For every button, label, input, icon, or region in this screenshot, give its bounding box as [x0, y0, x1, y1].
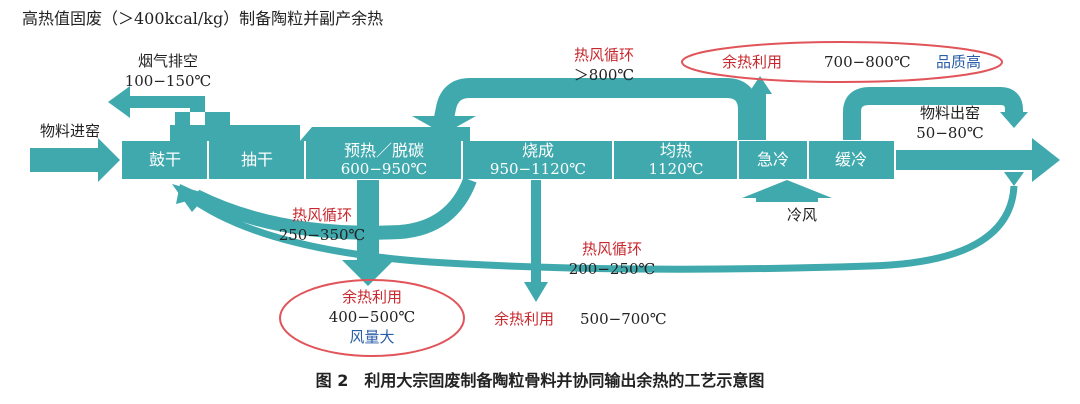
stage-drum-dry: 鼓干 [148, 150, 182, 169]
material-in-arrow [30, 138, 120, 182]
right-drop-head [1004, 172, 1024, 186]
hot-air-cycle-low-temp: 200−250℃ [568, 260, 656, 278]
kiln-body [122, 141, 894, 179]
cold-air-label: 冷风 [786, 206, 818, 224]
hot-air-cycle-mid-label: 热风循环 [291, 206, 353, 224]
out-curve [843, 87, 1023, 140]
stage-soaking-temp: 1120℃ [648, 160, 704, 178]
waste-heat-mid-stem [357, 180, 379, 262]
mid-cycle-loop-head [172, 184, 208, 212]
high-quality-label: 品质高 [936, 53, 982, 71]
hot-air-cycle-top-temp: ＞800℃ [573, 66, 635, 84]
out-curve-head [1000, 112, 1028, 128]
waste-heat-up-head [748, 76, 772, 94]
material-out-label: 物料出窑 [919, 104, 981, 122]
hot-air-cycle-top-label: 热风循环 [573, 46, 635, 64]
material-out-temp: 50−80℃ [916, 124, 984, 142]
large-volume-label: 风量大 [349, 328, 395, 346]
stage-suction-dry: 抽干 [240, 150, 274, 169]
stage-preheat-temp: 600−950℃ [340, 160, 428, 178]
stage-soaking: 均热 [659, 141, 693, 160]
material-in-label: 物料进窑 [40, 122, 101, 140]
waste-heat-mid-head [342, 260, 394, 286]
material-out-arrow [896, 138, 1060, 182]
waste-heat-mid-label: 余热利用 [341, 288, 403, 306]
flue-gas-temp: 100−150℃ [124, 72, 212, 90]
stage-quench: 急冷 [756, 150, 790, 169]
flue-hood [170, 125, 280, 141]
flue-hood-right [262, 125, 300, 141]
waste-heat-low-label: 余热利用 [494, 310, 555, 328]
low-cycle-return [185, 185, 1018, 273]
waste-heat-low-stem [531, 180, 541, 284]
waste-heat-mid-temp: 400−500℃ [328, 308, 416, 326]
kiln-dividers [207, 141, 809, 179]
waste-heat-up-stem [754, 92, 766, 140]
hot-air-cycle-low-label: 热风循环 [581, 240, 643, 258]
cold-air-head [742, 180, 832, 198]
hot-air-duct [300, 127, 470, 141]
diagram-title: 高热值固废（＞400kcal/kg）制备陶粒并副产余热 [22, 9, 384, 28]
stage-preheat: 预热／脱碳 [343, 141, 425, 160]
hot-air-cycle-mid-temp: 250−350℃ [278, 226, 366, 244]
waste-heat-low-head [524, 282, 548, 302]
hot-air-loop-top-head [412, 116, 476, 134]
hot-air-loop-top [434, 78, 758, 140]
high-quality-ellipse [681, 41, 1003, 83]
stage-firing: 烧成 [521, 141, 555, 160]
cold-air-stem [756, 196, 818, 202]
waste-heat-high-temp: 700−800℃ [824, 53, 911, 71]
large-volume-ellipse [279, 279, 465, 357]
waste-heat-high-label: 余热利用 [722, 53, 783, 71]
stage-slow-cool: 缓冷 [834, 150, 868, 169]
figure-caption: 图 2 利用大宗固废制备陶粒骨料并协同输出余热的工艺示意图 [315, 371, 765, 390]
waste-heat-low-temp: 500−700℃ [580, 310, 667, 328]
flue-gas-label: 烟气排空 [137, 52, 199, 70]
stage-firing-temp: 950−1120℃ [489, 160, 587, 178]
